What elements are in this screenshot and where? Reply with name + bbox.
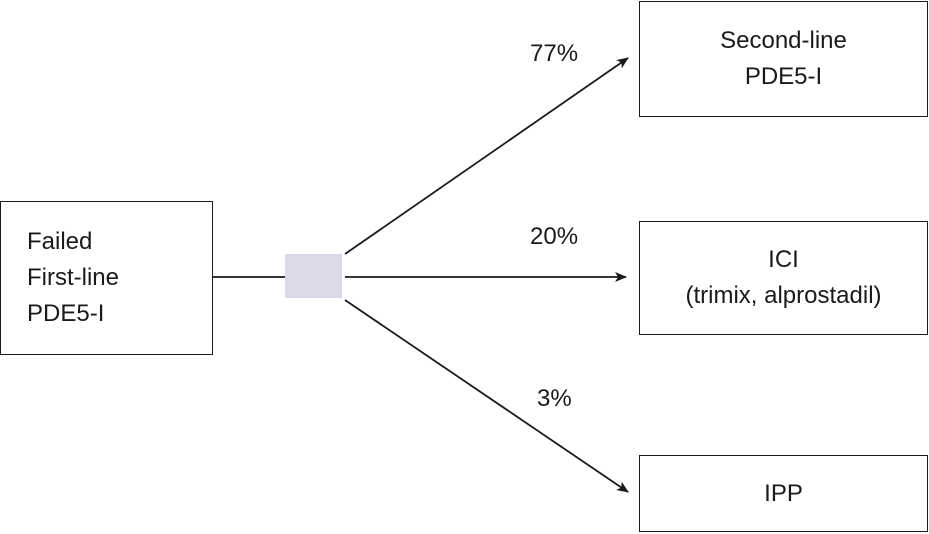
- outcome-second-line-line-1: Second-line: [720, 27, 847, 54]
- outcome-box-ici: ICI (trimix, alprostadil): [639, 221, 928, 335]
- source-line-2: First-line: [27, 264, 120, 291]
- outcome-box-second-line: Second-line PDE5-I: [639, 1, 928, 117]
- outcome-ici-line-2: (trimix, alprostadil): [685, 282, 882, 309]
- percent-label-second-line: 77%: [530, 40, 579, 67]
- outcome-ici-line-1: ICI: [768, 246, 799, 273]
- edge-to-ipp: [344, 299, 629, 493]
- edge-to-second-line: [344, 57, 629, 255]
- percent-label-ici: 20%: [530, 223, 579, 250]
- outcome-second-line-line-2: PDE5-I: [744, 63, 823, 90]
- percent-label-ipp: 3%: [537, 385, 572, 412]
- outcome-ipp-line-1: IPP: [764, 479, 803, 507]
- source-line-3: PDE5-I: [27, 300, 105, 327]
- outcome-box-ipp: IPP: [639, 455, 928, 532]
- source-box: Failed First-line PDE5-I: [0, 201, 213, 355]
- source-line-1: Failed: [27, 228, 93, 255]
- decision-node: [285, 254, 342, 298]
